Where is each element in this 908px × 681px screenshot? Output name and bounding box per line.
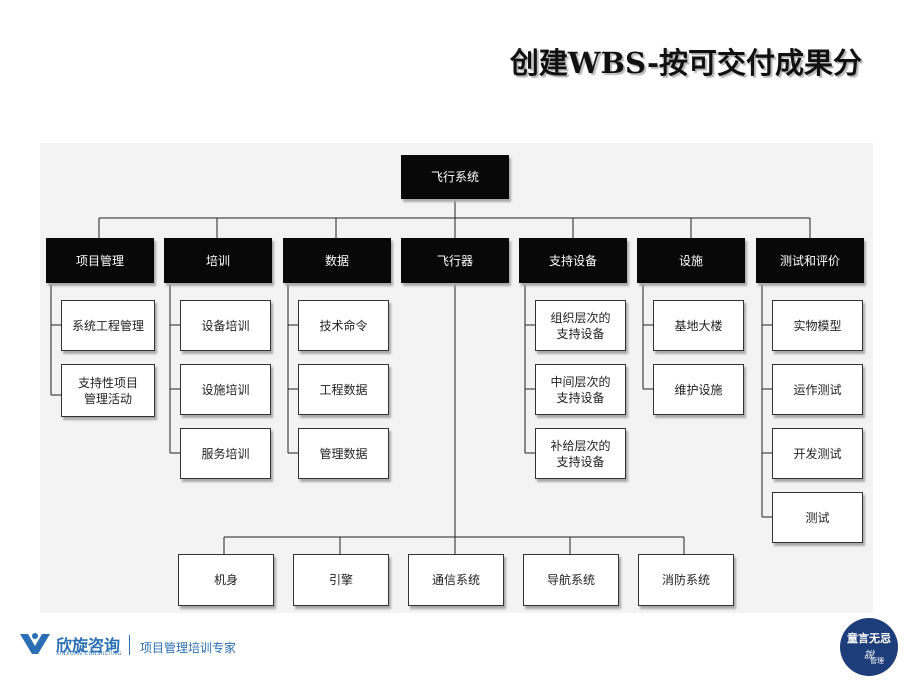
wbs-leaf-depot-level-support: 补给层次的 支持设备 <box>535 428 626 479</box>
wbs-leaf-service-training: 服务培训 <box>180 428 271 479</box>
wbs-leaf-test: 测试 <box>772 492 863 543</box>
wbs-leaf-maintenance-facility: 维护设施 <box>653 364 744 415</box>
wbs-leaf-fire-control-system: 消防系统 <box>638 554 734 606</box>
wbs-leaf-navigation-system: 导航系统 <box>523 554 619 606</box>
company-brand-name: 欣旋咨询 <box>56 636 121 655</box>
badge-text-line1: 童言无忌 <box>847 632 891 645</box>
wbs-leaf-mockup: 实物模型 <box>772 300 863 351</box>
wbs-leaf-facility-training: 设施培训 <box>180 364 271 415</box>
wbs-node-training: 培训 <box>164 238 272 283</box>
badge-logo: 童言无忌 說 管理 <box>840 618 898 676</box>
wbs-leaf-base-building: 基地大楼 <box>653 300 744 351</box>
footer-divider <box>129 635 130 655</box>
company-brand-subtitle: XINXUAN CONSULTING <box>56 651 122 657</box>
wbs-leaf-technical-orders: 技术命令 <box>298 300 389 351</box>
wbs-leaf-communication-system: 通信系统 <box>408 554 504 606</box>
wbs-node-support-equipment: 支持设备 <box>519 238 627 283</box>
wbs-node-test-evaluation: 测试和评价 <box>756 238 864 283</box>
badge-text-line3: 管理 <box>870 657 884 665</box>
wbs-leaf-engineering-data: 工程数据 <box>298 364 389 415</box>
wbs-leaf-org-level-support: 组织层次的 支持设备 <box>535 300 626 351</box>
company-logo-icon <box>20 633 50 654</box>
wbs-leaf-management-data: 管理数据 <box>298 428 389 479</box>
wbs-leaf-engine: 引擎 <box>293 554 389 606</box>
wbs-leaf-airframe: 机身 <box>178 554 274 606</box>
wbs-leaf-intermediate-level-support: 中间层次的 支持设备 <box>535 364 626 415</box>
badge-text-line2: 說 <box>864 650 874 661</box>
wbs-leaf-systems-engineering-mgmt: 系统工程管理 <box>61 300 155 351</box>
slide-title: 创建WBS-按可交付成果分 <box>509 46 862 80</box>
company-slogan: 项目管理培训专家 <box>140 641 237 655</box>
wbs-leaf-equipment-training: 设备培训 <box>180 300 271 351</box>
wbs-node-project-management: 项目管理 <box>46 238 154 283</box>
wbs-node-facilities: 设施 <box>637 238 745 283</box>
wbs-leaf-operational-test: 运作测试 <box>772 364 863 415</box>
wbs-leaf-development-test: 开发测试 <box>772 428 863 479</box>
wbs-root-node: 飞行系统 <box>401 155 509 199</box>
wbs-leaf-supporting-pm-activities: 支持性项目 管理活动 <box>61 364 155 417</box>
wbs-node-aircraft: 飞行器 <box>401 238 509 283</box>
wbs-node-data: 数据 <box>283 238 391 283</box>
